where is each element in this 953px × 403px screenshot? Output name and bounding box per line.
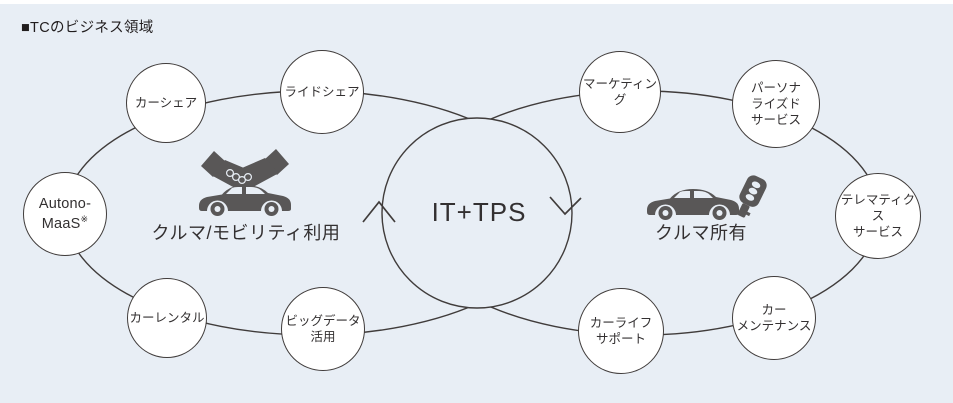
node-telematics-service-label: テレマティクス サービス [840,193,916,239]
node-car-share-label: カーシェア [134,96,198,110]
node-personalized-service-label: パーソナ ライズド サービス [750,81,801,127]
node-autono-maas-label: Autono- MaaS※ [38,196,92,232]
node-marketing-label: マーケティング [582,77,657,107]
node-car-rental-label: カーレンタル [129,311,205,325]
car-silhouette [199,185,291,216]
page-title: ■TCのビジネス領域 [21,20,154,36]
right-loop-caption: クルマ所有 [655,223,747,243]
node-car-maintenance-label: カー メンテナンス [736,303,812,333]
node-car-maintenance: カー メンテナンス [732,276,816,360]
arrow-up-icon [362,200,396,223]
node-autono-maas: Autono- MaaS※ [23,172,107,256]
node-big-data-utilization: ビッグデータ 活用 [281,287,365,371]
car-silhouette [647,189,739,220]
key-fob [737,175,767,218]
car-with-key-svg [647,175,767,220]
node-car-rental: カーレンタル [127,278,207,358]
node-big-data-utilization-label: ビッグデータ 活用 [285,314,361,344]
handshake-over-car-icon [195,146,295,216]
handshake-icon [201,149,289,191]
node-car-share: カーシェア [126,63,206,143]
node-telematics-service: テレマティクス サービス [835,173,921,259]
node-marketing: マーケティング [579,51,661,133]
node-ride-share-label: ライドシェア [284,85,360,99]
center-cycle-circle [381,117,573,309]
node-car-life-support-label: カーライフ サポート [589,316,653,346]
node-personalized-service: パーソナ ライズド サービス [732,60,820,148]
left-loop-caption: クルマ/モビリティ利用 [151,223,341,243]
node-ride-share: ライドシェア [280,50,364,134]
arrow-down-icon [549,196,582,216]
handshake-over-car-svg [199,149,291,216]
node-car-life-support: カーライフ サポート [578,288,664,374]
car-with-key-icon [643,174,775,222]
center-circle-label: IT+TPS [431,197,527,227]
footnote-mark: ※ [80,213,89,224]
